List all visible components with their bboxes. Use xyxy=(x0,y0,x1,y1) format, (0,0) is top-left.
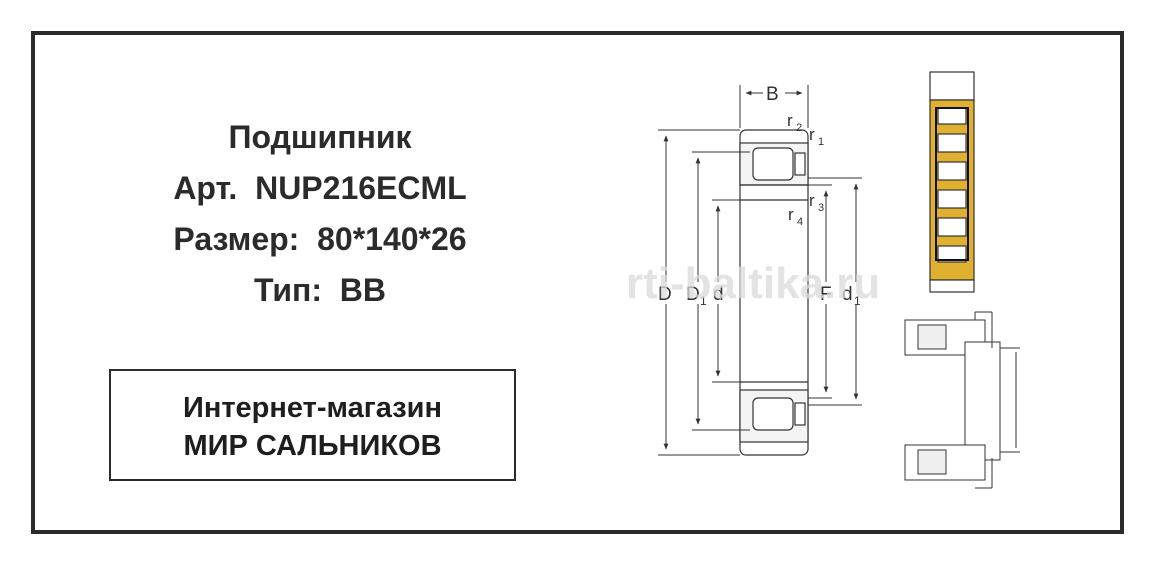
label-b: B xyxy=(766,84,779,105)
article-value: NUP216ECML xyxy=(255,170,467,206)
product-info: Подшипник Арт. NUP216ECML Размер: 80*140… xyxy=(120,112,520,316)
cross-section xyxy=(739,129,809,456)
article-label: Арт. xyxy=(173,170,238,206)
label-inner-diameter: d xyxy=(713,284,724,305)
label-r4: r xyxy=(788,205,794,224)
shop-line1: Интернет-магазин xyxy=(182,392,443,424)
label-f: F xyxy=(820,284,832,305)
shop-box: Интернет-магазин МИР САЛЬНИКОВ xyxy=(109,369,516,481)
label-r3: r xyxy=(809,191,815,210)
watermark: rti-baltika.ru xyxy=(626,259,880,308)
shop-line2: МИР САЛЬНИКОВ xyxy=(183,430,442,462)
dimension-lines xyxy=(658,85,862,456)
assembly-view xyxy=(904,311,1020,489)
label-d1-outer-sub: 1 xyxy=(700,294,707,308)
bearing-diagram: B r 2 r 1 r 3 r 4 D D 1 d F d 1 xyxy=(626,71,1020,489)
label-r2: r xyxy=(787,111,793,130)
type-label: Тип: xyxy=(254,272,322,308)
label-r2-sub: 2 xyxy=(796,122,802,134)
label-r1-sub: 1 xyxy=(818,136,824,148)
size-value: 80*140*26 xyxy=(317,221,467,257)
label-r4-sub: 4 xyxy=(797,216,803,228)
label-d1-outer: D xyxy=(686,284,700,305)
product-title: Подшипник xyxy=(228,119,412,155)
type-value: BB xyxy=(339,272,386,308)
article-line: Арт. NUP216ECML xyxy=(120,163,520,214)
size-label: Размер: xyxy=(173,221,300,257)
label-r3-sub: 3 xyxy=(818,202,824,214)
type-line: Тип: BB xyxy=(120,265,520,316)
label-d1-inner-sub: 1 xyxy=(854,294,861,308)
size-line: Размер: 80*140*26 xyxy=(120,214,520,265)
diagram-labels: B r 2 r 1 r 3 r 4 D D 1 d F d 1 xyxy=(656,82,866,308)
label-r1: r xyxy=(809,125,815,144)
label-d1-inner: d xyxy=(842,284,853,305)
cage-view xyxy=(929,71,975,293)
label-outer-diameter: D xyxy=(658,284,672,305)
